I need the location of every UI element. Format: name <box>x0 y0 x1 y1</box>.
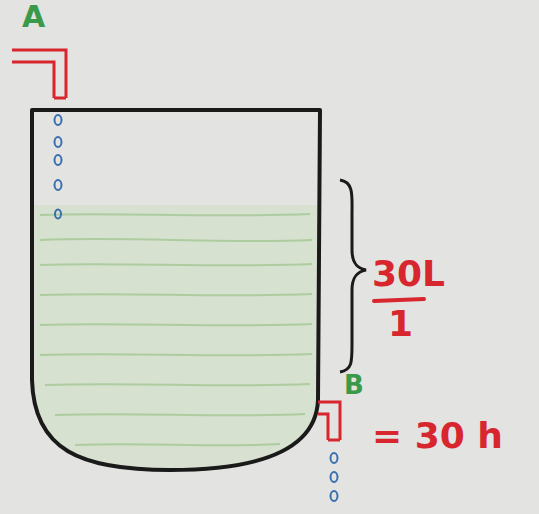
tank-outline <box>32 110 320 470</box>
volume-value: 30L <box>372 256 445 292</box>
brace <box>340 180 366 372</box>
water <box>30 205 322 475</box>
time-value: = 30 h <box>372 418 503 454</box>
tap-label: A <box>22 2 45 32</box>
denominator: 1 <box>388 306 413 342</box>
tap-label: B <box>344 372 364 398</box>
fraction-bar <box>374 299 424 301</box>
drops <box>331 453 338 501</box>
tap-b <box>318 402 340 440</box>
tap-a <box>12 50 66 98</box>
drops <box>55 115 62 219</box>
